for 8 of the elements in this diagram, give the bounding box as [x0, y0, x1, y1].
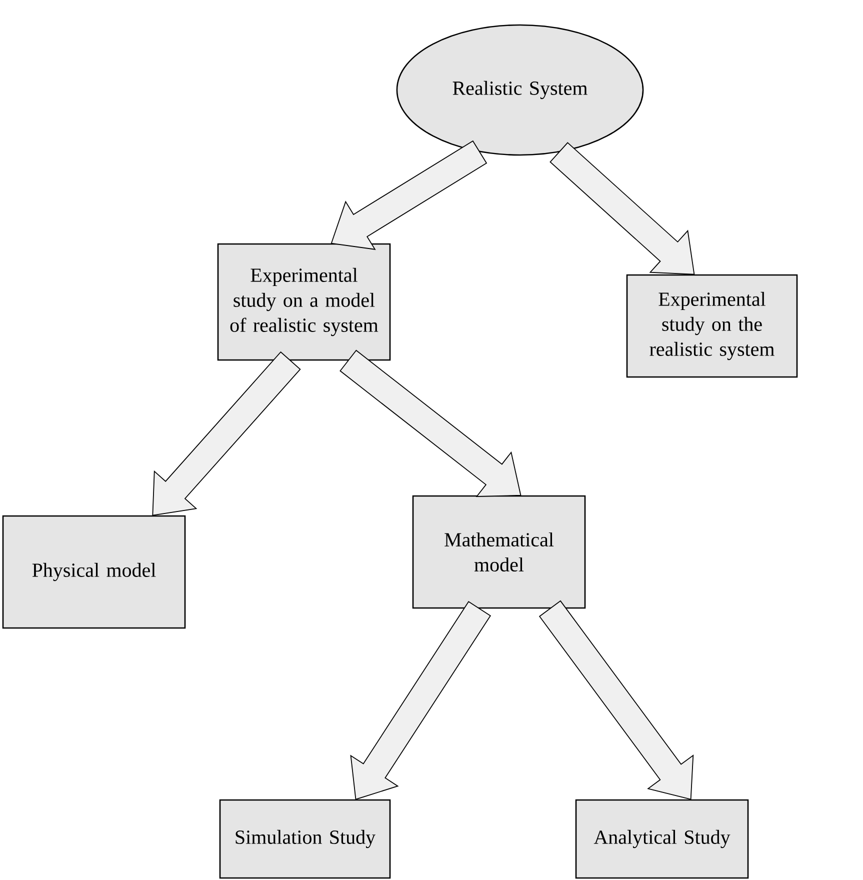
block-arrow [340, 350, 522, 497]
process-box: Simulation Study [219, 799, 391, 879]
block-arrow [550, 142, 695, 275]
process-box: Mathematical model [412, 495, 586, 609]
process-box: Experimental study on the realistic system [626, 274, 798, 378]
process-box: Experimental study on a model of realistic system [217, 243, 391, 361]
process-box: Analytical Study [575, 799, 749, 879]
process-box: Physical model [2, 515, 186, 629]
